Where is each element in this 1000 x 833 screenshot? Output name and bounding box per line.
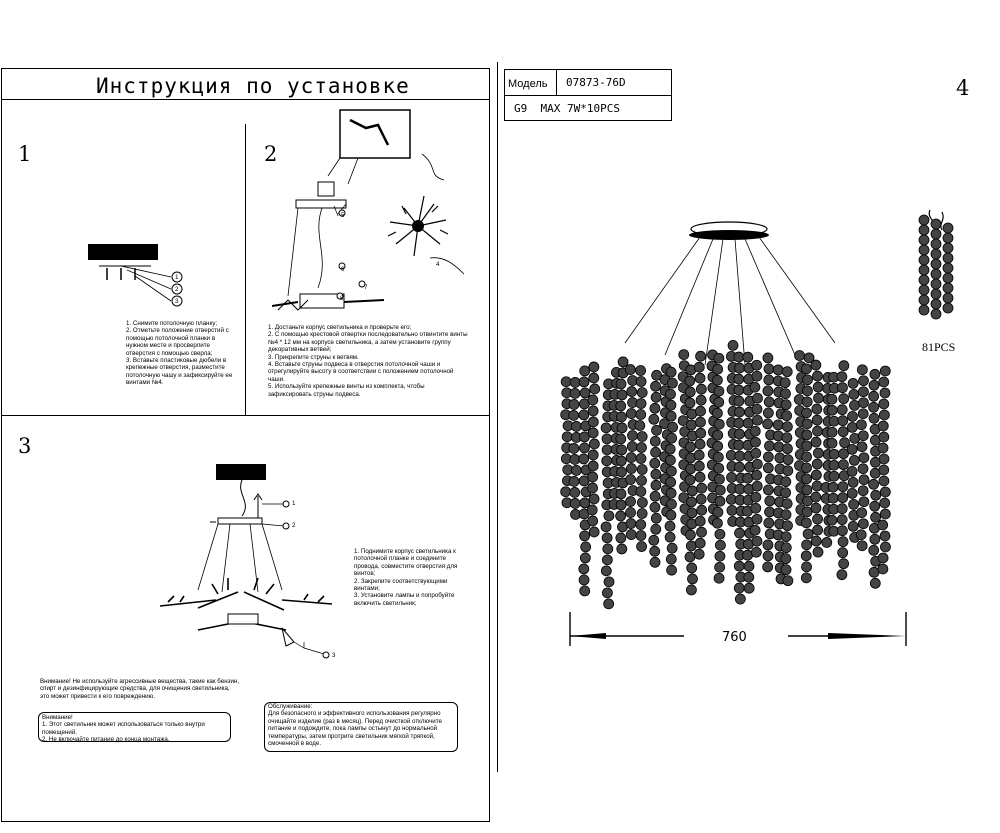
panel-divider-horizontal bbox=[1, 415, 490, 416]
part-count: 81PCS bbox=[922, 340, 956, 354]
model-label: Модель bbox=[508, 78, 548, 90]
callout-2-4: 4 bbox=[436, 261, 440, 268]
page-separator bbox=[497, 62, 498, 772]
left-page-frame bbox=[1, 68, 490, 822]
step-1-instructions: 1. Снимите потолочную планку; 2. Отметьт… bbox=[126, 320, 233, 387]
callout-3-2: 2 bbox=[292, 522, 296, 529]
callout-1-3: 3 bbox=[175, 298, 179, 305]
step-number-1: 1 bbox=[18, 142, 32, 166]
panel-divider-vertical bbox=[245, 124, 246, 415]
crystal-strand-illustration bbox=[918, 209, 954, 320]
spec-table-col-divider bbox=[556, 69, 557, 95]
page-number-4: 4 bbox=[956, 76, 970, 100]
fixture-assembly-diagram bbox=[271, 109, 465, 311]
page-title: Инструкция по установке bbox=[96, 74, 410, 98]
chandelier-illustration bbox=[560, 221, 891, 610]
maintenance-text: Обслуживание: Для безопасного и эффектив… bbox=[268, 703, 442, 748]
title-divider bbox=[1, 99, 490, 100]
callout-1-1: 1 bbox=[175, 274, 179, 281]
spec-table-row-divider bbox=[504, 95, 672, 96]
callout-2-7: 7 bbox=[364, 284, 368, 291]
maintenance-box bbox=[264, 702, 458, 752]
safety-note-box bbox=[38, 712, 231, 742]
lamp-spec: G9 MAX 7W*10PCS bbox=[514, 102, 620, 115]
width-dimension: 760 bbox=[722, 630, 747, 645]
mounting-diagram bbox=[159, 464, 333, 659]
callout-3-3: 3 bbox=[332, 652, 336, 659]
step-number-2: 2 bbox=[264, 142, 278, 166]
step-3-instructions: 1. Поднимите корпус светильника к потоло… bbox=[354, 548, 458, 607]
callout-2-5: 5 bbox=[341, 212, 345, 219]
step-number-3: 3 bbox=[18, 434, 32, 458]
cleaning-warning: Внимание! Не используйте агрессивные вещ… bbox=[40, 678, 240, 700]
callout-2-8: 8 bbox=[340, 295, 344, 302]
callout-3-1: 1 bbox=[292, 500, 296, 507]
step-2-instructions: 1. Достаньте корпус светильника и провер… bbox=[268, 324, 468, 398]
safety-note: Внимание! 1. Этот светильник может испол… bbox=[42, 714, 205, 744]
ceiling-plate-diagram bbox=[88, 244, 183, 307]
callout-2-6: 6 bbox=[341, 266, 345, 273]
model-number: 07873-76D bbox=[566, 76, 626, 89]
dimension-line bbox=[569, 612, 907, 646]
callout-1-2: 2 bbox=[175, 286, 179, 293]
